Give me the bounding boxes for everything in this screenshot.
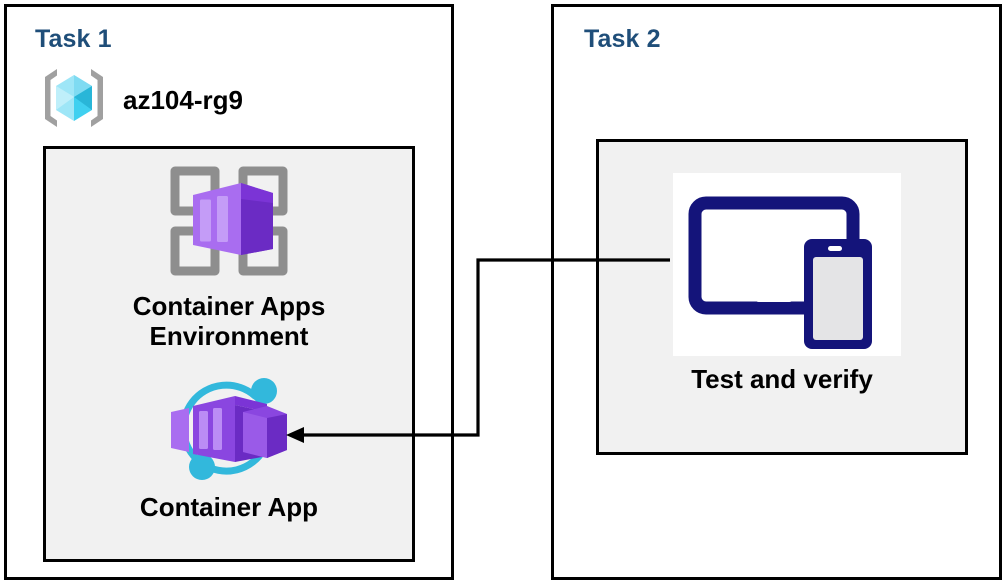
container-apps-environment-label-line1: Container Apps [132,291,326,321]
resource-group-icon [39,65,109,136]
container-apps-environment-node: Container Apps Environment [46,159,412,351]
container-apps-environment-label-line2: Environment [149,320,309,351]
container-apps-environment-icon [163,159,295,288]
resource-group-row: az104-rg9 [39,65,243,136]
task-1-title: Task 1 [35,25,112,53]
task-1-inner-box: Container Apps Environment [43,146,415,562]
devices-test-card [673,173,901,356]
container-apps-environment-label: Container Apps Environment [132,291,326,351]
task-1-panel: Task 1 a [4,4,454,580]
devices-test-icon [673,196,901,360]
container-app-label: Container App [139,492,319,522]
resource-group-label: az104-rg9 [123,85,243,115]
task-2-inner-content-box: Test and verify [596,139,968,455]
container-app-icon [163,374,295,489]
task-2-title: Task 2 [584,25,661,53]
container-app-node: Container App [46,374,412,523]
devices-test-label: Test and verify [691,364,873,394]
